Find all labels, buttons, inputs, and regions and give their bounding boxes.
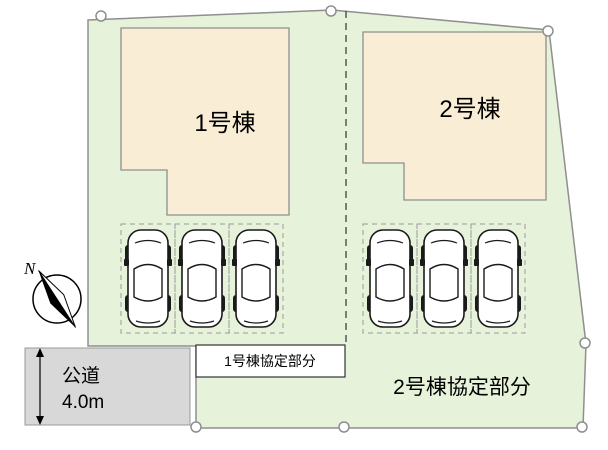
- car-icon: [473, 229, 523, 328]
- agreement-1-label: 1号棟協定部分: [224, 353, 316, 369]
- road-area: [24, 347, 191, 426]
- survey-point-marker: [542, 25, 554, 37]
- compass-needle: [38, 270, 76, 328]
- agreement-1-box: [195, 344, 346, 378]
- car-icon: [177, 229, 227, 328]
- north-label: N: [23, 259, 37, 278]
- compass: [32, 270, 82, 328]
- survey-point-marker: [579, 337, 591, 349]
- parking-bay: [470, 223, 526, 334]
- building-1-footprint: [120, 27, 290, 216]
- building-1-label: 1号棟: [194, 110, 255, 137]
- car-icon: [123, 229, 173, 328]
- agreement-2-label: 2号棟協定部分: [393, 376, 531, 399]
- car-icon: [365, 229, 415, 328]
- road-name-label: 公道: [62, 365, 100, 387]
- car-icon: [231, 229, 281, 328]
- parking-bay: [228, 223, 284, 334]
- building-2-label: 2号棟: [439, 96, 500, 123]
- survey-point-marker: [325, 5, 337, 17]
- car-icon: [419, 229, 469, 328]
- survey-point-marker: [95, 10, 107, 22]
- road-width-arrow: [36, 348, 44, 425]
- survey-point-marker: [190, 421, 202, 433]
- road-width-label: 4.0m: [62, 392, 104, 413]
- survey-point-marker: [576, 421, 588, 433]
- survey-point-marker: [338, 421, 350, 433]
